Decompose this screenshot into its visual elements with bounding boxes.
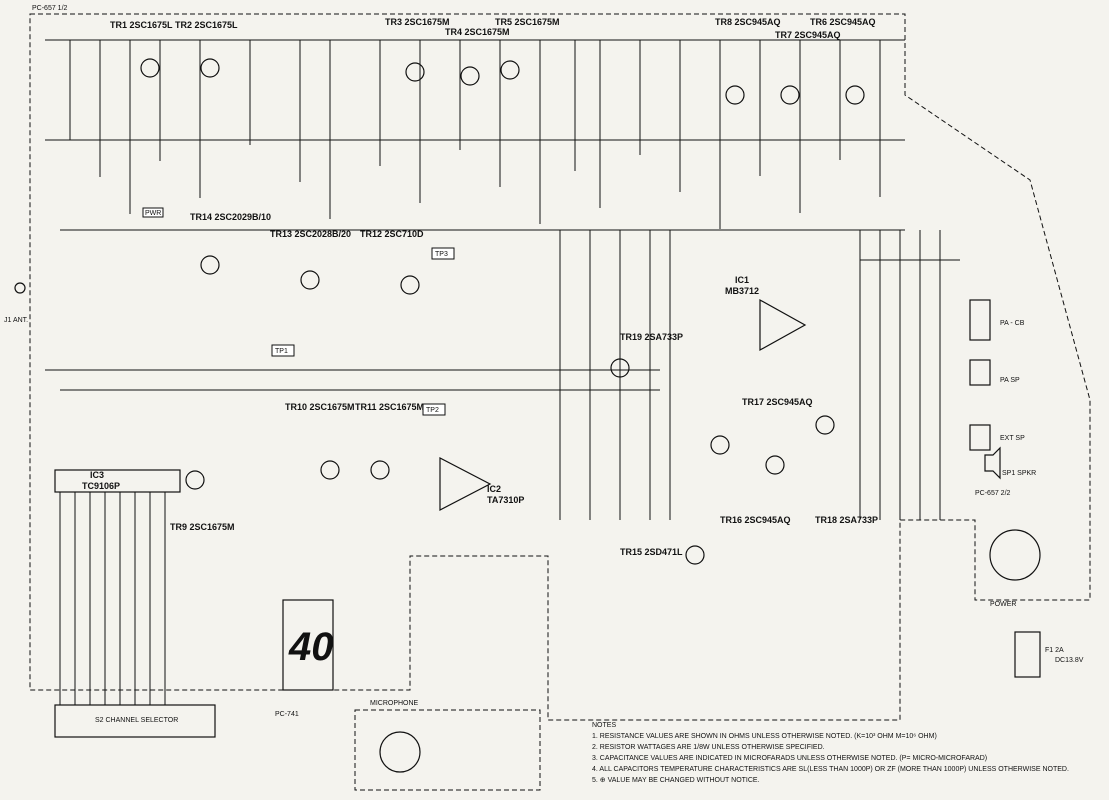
mic-socket (989, 529, 1041, 581)
test-point-tp2: TP2 (422, 403, 446, 416)
note-5: 5. ⊕ VALUE MAY BE CHANGED WITHOUT NOTICE… (592, 777, 760, 784)
ic2-body (439, 457, 492, 511)
transistor-label-tr14: TR14 2SC2029B/10 (190, 212, 271, 222)
transistor-symbol-tr14 (200, 255, 220, 275)
test-point-tp3: TP3 (431, 247, 455, 260)
notes-block: NOTES 1. RESISTANCE VALUES ARE SHOWN IN … (592, 722, 1069, 784)
power-switch-label: POWER (990, 601, 1016, 608)
board-label-right: PC-657 2/2 (975, 490, 1011, 497)
transistor-label-tr13: TR13 2SC2028B/20 (270, 229, 351, 239)
transistor-label-tr7: TR7 2SC945AQ (775, 30, 841, 40)
transistor-label-tr19: TR19 2SA733P (620, 332, 683, 342)
transistor-label-tr6: TR6 2SC945AQ (810, 17, 876, 27)
transistor-label-tr16: TR16 2SC945AQ (720, 515, 791, 525)
transistor-label-tr4: TR4 2SC1675M (445, 27, 510, 37)
bus-wires (45, 39, 960, 391)
channel-selector-box (54, 704, 216, 738)
svg-text:TP3: TP3 (435, 251, 448, 258)
transistor-symbol-tr5 (500, 60, 520, 80)
display-digits: 40 (288, 625, 334, 669)
power-connector (1014, 631, 1041, 678)
transistor-symbol-tr19 (610, 358, 630, 378)
transistor-label-tr17: TR17 2SC945AQ (742, 397, 813, 407)
transistor-symbol-tr11 (370, 460, 390, 480)
jack-ext-sp: EXT SP (969, 424, 1025, 451)
transistor-symbol-tr4 (460, 66, 480, 86)
transistor-symbol-tr7 (780, 85, 800, 105)
channel-selector-label: S2 CHANNEL SELECTOR (95, 717, 178, 724)
ic3-body (54, 469, 181, 493)
ic3-part: TC9106P (82, 481, 120, 491)
transistor-symbol-tr6 (845, 85, 865, 105)
ic1-block: IC1 MB3712 (725, 275, 807, 352)
ic2-part: TA7310P (487, 495, 524, 505)
pwr-box (142, 207, 164, 218)
ic3-ref: IC3 (90, 470, 104, 480)
note-1: 1. RESISTANCE VALUES ARE SHOWN IN OHMS U… (592, 733, 937, 740)
ic1-ref: IC1 (735, 275, 749, 285)
notes-title: NOTES (592, 722, 616, 729)
transistor-symbol-tr2 (200, 58, 220, 78)
note-3: 3. CAPACITANCE VALUES ARE INDICATED IN M… (592, 755, 987, 762)
svg-text:PA - CB: PA - CB (1000, 320, 1025, 327)
transistor-label-tr3: TR3 2SC1675M (385, 17, 450, 27)
ic1-part: MB3712 (725, 286, 759, 296)
transistor-label-tr2: TR2 2SC1675L (175, 20, 238, 30)
transistor-symbol-tr12 (400, 275, 420, 295)
jack-pa-cb: PA - CB (969, 299, 1025, 341)
antenna-label: J1 ANT. (4, 317, 28, 324)
ic2-block: IC2 TA7310P (439, 457, 524, 511)
transistor-label-tr5: TR5 2SC1675M (495, 17, 560, 27)
transistor-symbol-tr9 (185, 470, 205, 490)
transistor-symbol-tr16 (710, 435, 730, 455)
note-4: 4. ALL CAPACITORS TEMPERATURE CHARACTERI… (592, 766, 1069, 773)
display-body (282, 599, 334, 691)
transistor-label-tr9: TR9 2SC1675M (170, 522, 235, 532)
board-label-top: PC-657 1/2 (32, 5, 68, 12)
speaker: SP1 SPKR (984, 446, 1036, 480)
transistor-symbol-tr1 (140, 58, 160, 78)
mic-connector (379, 731, 421, 773)
ic1-body (759, 298, 807, 352)
fuse-label: F1 2A (1045, 647, 1064, 654)
transistor-label-tr10: TR10 2SC1675M (285, 402, 355, 412)
transistor-symbol-tr10 (320, 460, 340, 480)
svg-text:SP1 SPKR: SP1 SPKR (1002, 470, 1036, 477)
transistor-symbol-tr13 (300, 270, 320, 290)
microphone-label: MICROPHONE (370, 700, 419, 707)
svg-text:TP1: TP1 (275, 348, 288, 355)
microphone-box (354, 709, 541, 791)
ic2-ref: IC2 (487, 484, 501, 494)
transistor-symbol-tr8 (725, 85, 745, 105)
transistor-label-tr11: TR11 2SC1675M (355, 402, 424, 412)
test-point-tp1: TP1 (271, 344, 295, 357)
transistor-label-tr1: TR1 2SC1675L (110, 20, 173, 30)
antenna-jack (14, 282, 26, 294)
jack-pa-sp: PA SP (969, 359, 1020, 386)
board-label-display: PC-741 (275, 711, 299, 718)
vertical-wires (59, 40, 941, 705)
svg-text:PA SP: PA SP (1000, 377, 1020, 384)
ic3-block: IC3 TC9106P (54, 469, 181, 493)
transistor-label-tr12: TR12 2SC710D (360, 229, 424, 239)
power-input-label: DC13.8V (1055, 657, 1084, 664)
transistor-symbol-tr3 (405, 62, 425, 82)
note-2: 2. RESISTOR WATTAGES ARE 1/8W UNLESS OTH… (592, 744, 825, 751)
svg-text:TP2: TP2 (426, 407, 439, 414)
transistor-label-tr8: TR8 2SC945AQ (715, 17, 781, 27)
transistor-symbol-tr17 (815, 415, 835, 435)
transistor-symbol-tr18 (765, 455, 785, 475)
svg-text:EXT SP: EXT SP (1000, 435, 1025, 442)
transistor-label-tr15: TR15 2SD471L (620, 547, 683, 557)
transistor-symbol-tr15 (685, 545, 705, 565)
transistor-label-tr18: TR18 2SA733P (815, 515, 878, 525)
pwr-label: PWR (145, 210, 161, 217)
